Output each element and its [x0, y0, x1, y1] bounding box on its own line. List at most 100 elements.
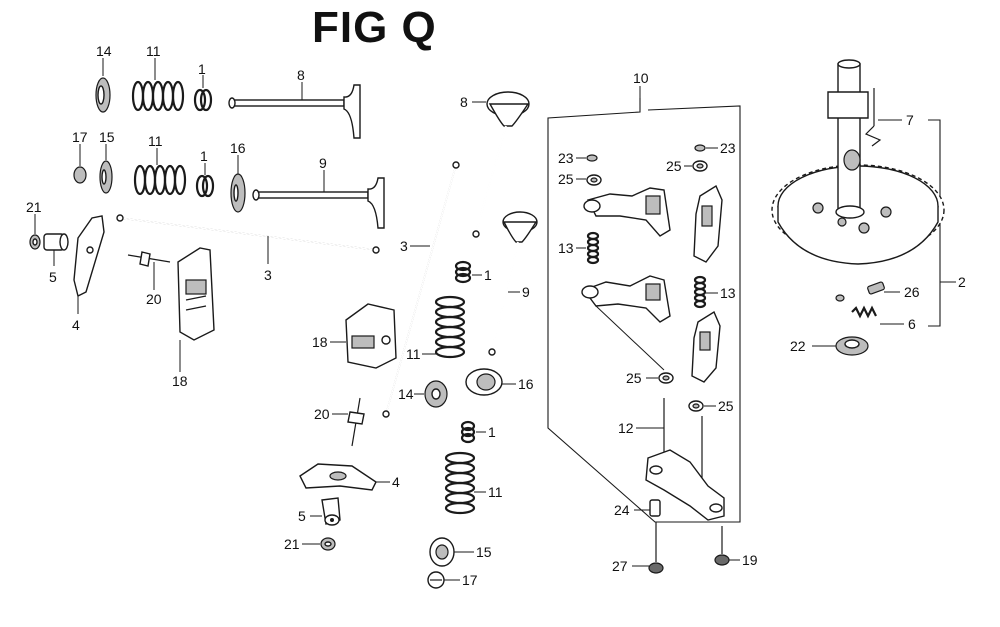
callout-11-upper: 11: [146, 43, 161, 59]
callout-1-upper: 1: [198, 61, 206, 77]
callout-25-lower-left: 25: [626, 370, 642, 386]
callout-22: 22: [790, 338, 806, 354]
valve-spring-11-upper: [131, 80, 185, 112]
callout-14-upper: 14: [96, 43, 112, 59]
callout-18-center: 18: [312, 334, 328, 350]
valve-retainer-14-center: [424, 380, 448, 408]
callout-13-left: 13: [558, 240, 574, 256]
callout-3-horizontal: 3: [264, 267, 272, 283]
callout-8-upper: 8: [297, 67, 305, 83]
exhaust-valve-8-upper: [228, 84, 361, 139]
decompressor-spring-6: [835, 294, 877, 319]
callout-21-center: 21: [284, 536, 300, 552]
valve-stem-seal-1-middle: [195, 174, 215, 198]
valve-collet-17-upper: [73, 166, 87, 184]
washer-25-upper-right: [692, 160, 708, 172]
rocker-arm-4-center: [299, 463, 377, 491]
rocker-pivot-5-center: [321, 497, 341, 526]
spring-13-left: [586, 231, 600, 265]
cam-follower-upper-right: [693, 184, 723, 263]
callout-26: 26: [904, 284, 920, 300]
exhaust-valve-8-vertical: [472, 91, 530, 238]
callout-12: 12: [618, 420, 634, 436]
valve-retainer-14-upper: [95, 77, 111, 113]
clip-23-right: [694, 144, 706, 152]
callout-10: 10: [633, 70, 649, 86]
callout-2: 2: [958, 274, 966, 290]
callout-16-center: 16: [518, 376, 534, 392]
callout-25-lower-right: 25: [718, 398, 734, 414]
callout-7: 7: [906, 112, 914, 128]
thrust-washer-22: [835, 336, 869, 356]
callout-21-left: 21: [26, 199, 42, 215]
callout-9-vertical: 9: [522, 284, 530, 300]
callout-1-middle: 1: [200, 148, 208, 164]
callout-4-left: 4: [72, 317, 80, 333]
callout-20-left: 20: [146, 291, 162, 307]
decompressor-spring-7: [864, 88, 882, 147]
callout-11-middle: 11: [148, 133, 163, 149]
callout-14-center: 14: [398, 386, 414, 402]
valve-rotator-15-center: [429, 537, 455, 567]
valve-part-16-upper: [230, 173, 246, 213]
callout-25-upper-left: 25: [558, 171, 574, 187]
callout-27: 27: [612, 558, 628, 574]
callout-6: 6: [908, 316, 916, 332]
callout-19: 19: [742, 552, 758, 568]
callout-18-left: 18: [172, 373, 188, 389]
valve-spring-11-center-lower: [444, 451, 476, 515]
callout-23-right: 23: [720, 140, 736, 156]
washer-25-lower-right: [688, 400, 704, 412]
cam-follower-upper-left: [583, 187, 671, 237]
callout-11-center-upper: 11: [406, 346, 421, 362]
callout-5-left: 5: [49, 269, 57, 285]
callout-5-center: 5: [298, 508, 306, 524]
callout-11-center-lower: 11: [488, 484, 503, 500]
callout-13-right: 13: [720, 285, 736, 301]
pin-26: [867, 281, 885, 295]
nut-21-center: [320, 537, 336, 551]
callout-8-vertical: 8: [460, 94, 468, 110]
callout-9-upper: 9: [319, 155, 327, 171]
callout-15-upper: 15: [99, 129, 115, 145]
callout-25-upper-right: 25: [666, 158, 682, 174]
valve-spring-11-middle: [133, 164, 187, 196]
washer-25-lower-left: [658, 372, 674, 384]
group-box-10: [547, 98, 741, 523]
figure-title: FIG Q: [312, 3, 437, 52]
clip-23-left: [586, 154, 598, 162]
valve-collet-17-center: [427, 571, 445, 589]
callout-17-upper: 17: [72, 129, 88, 145]
camshaft-gear-2: [771, 59, 945, 265]
bolt-19: [714, 526, 730, 566]
dowel-24: [649, 499, 661, 517]
intake-valve-9-upper: [252, 177, 385, 229]
valve-stem-seal-1-upper: [193, 88, 213, 112]
follower-bracket-12: [645, 398, 725, 521]
bolt-27: [648, 522, 664, 574]
callout-15-center: 15: [476, 544, 492, 560]
cam-follower-lower-right: [691, 310, 721, 383]
callout-4-center: 4: [392, 474, 400, 490]
rocker-arm-4-left: [73, 215, 105, 298]
callout-3-vertical: 3: [400, 238, 408, 254]
pushrod-guide-18-left: [177, 247, 215, 341]
washer-25-upper-left: [586, 174, 602, 186]
rocker-stud-20-left: [127, 251, 171, 267]
pushrod-3-vertical: [382, 161, 460, 418]
cam-follower-lower-left: [581, 275, 671, 323]
rocker-stud-20-center: [347, 397, 365, 447]
pushrod-3-horizontal: [116, 214, 380, 254]
nut-21-left: [29, 234, 41, 250]
callout-20-center: 20: [314, 406, 330, 422]
valve-rotator-15-upper: [99, 160, 113, 194]
valve-stem-seal-1-center-lower: [460, 420, 476, 444]
valve-part-16-center: [465, 368, 503, 396]
pushrod-guide-18-center: [345, 303, 397, 369]
rocker-pivot-5-left: [43, 233, 69, 251]
spring-13-right: [693, 275, 707, 309]
callout-16-upper: 16: [230, 140, 246, 156]
callout-17-center: 17: [462, 572, 478, 588]
